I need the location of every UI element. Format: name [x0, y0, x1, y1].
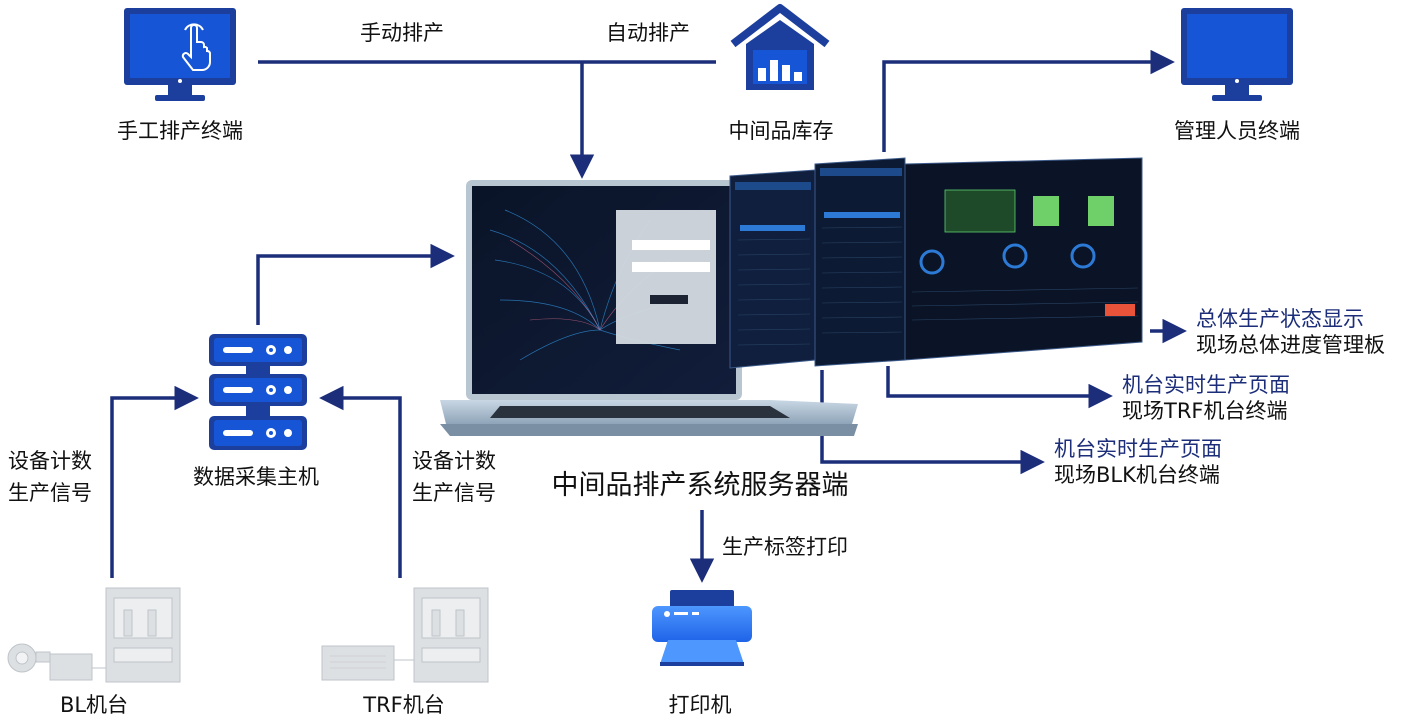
server-rack-icon — [209, 334, 307, 450]
printer-icon — [652, 590, 752, 666]
monitor-icon — [1181, 8, 1293, 101]
manager-terminal-label: 管理人员终端 — [1174, 119, 1300, 143]
wip-inventory-label: 中间品库存 — [728, 119, 834, 143]
warehouse-chart-icon — [730, 4, 830, 90]
dashboard-panel-trf — [814, 157, 906, 367]
blk-output-title: 机台实时生产页面 — [1054, 437, 1222, 461]
trf-output-title: 机台实时生产页面 — [1122, 373, 1290, 397]
signal-right-line2: 生产信号 — [412, 481, 496, 505]
overall-output-title: 总体生产状态显示 — [1196, 307, 1364, 331]
signal-left-line1: 设备计数 — [8, 449, 92, 473]
line-bl-to-host — [110, 385, 199, 578]
machine-icon-bl — [7, 587, 181, 683]
connector-lines — [110, 49, 1187, 583]
overall-output-sub: 现场总体进度管理板 — [1196, 333, 1385, 357]
auto-schedule-label: 自动排产 — [606, 21, 690, 45]
line-host-to-laptop — [256, 243, 455, 325]
machine-icon-trf — [321, 587, 489, 683]
line-to-trf — [886, 366, 1113, 409]
manual-schedule-label: 手动排产 — [360, 21, 444, 45]
dashboard-panel-overall — [904, 157, 1143, 361]
label-print-label: 生产标签打印 — [722, 535, 848, 559]
bl-machine-label: BL机台 — [59, 693, 129, 717]
dashboard-panel-blk — [729, 169, 816, 369]
signal-left-line2: 生产信号 — [8, 481, 92, 505]
trf-machine-label: TRF机台 — [363, 693, 445, 717]
printer-label: 打印机 — [668, 693, 732, 717]
laptop-icon — [440, 180, 858, 436]
blk-output-sub: 现场BLK机台终端 — [1054, 463, 1220, 487]
line-to-blk — [820, 370, 1045, 475]
trf-output-sub: 现场TRF机台终端 — [1122, 399, 1288, 423]
server-label: 中间品排产系统服务器端 — [551, 470, 849, 501]
manual-terminal-label: 手工排产终端 — [117, 119, 243, 143]
line-trf-to-host — [319, 385, 402, 578]
line-server-to-manager — [882, 49, 1175, 152]
data-host-label: 数据采集主机 — [193, 465, 319, 489]
touch-monitor-icon — [124, 8, 236, 101]
signal-right-line1: 设备计数 — [412, 449, 496, 473]
